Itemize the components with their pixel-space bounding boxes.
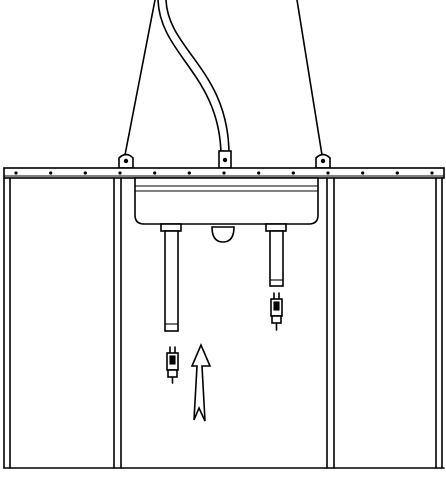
left-connector [166,346,179,384]
right-connector [270,292,283,331]
rivet [291,171,295,175]
rivet [83,171,87,175]
left-hanger-tab [118,153,134,169]
center-left-post [113,177,122,469]
rivet [395,171,399,175]
right-suspension-cable [296,0,323,156]
center-knob [211,226,235,243]
insertion-arrow [190,342,212,422]
rivet [326,171,330,175]
rivet [430,171,434,175]
rivet [361,171,365,175]
left-suspension-cable [124,0,156,156]
rivet [14,171,18,175]
rivet [257,171,261,175]
left-frame [3,177,11,469]
rivet [222,171,226,175]
rivet [49,171,53,175]
center-right-post [326,177,335,469]
right-frame [435,177,443,469]
right-leg [265,223,287,287]
rivet [118,171,122,175]
rivet [153,171,157,175]
left-leg [160,223,182,332]
right-hanger-tab [315,153,331,169]
support-bar-rivets [14,171,434,175]
rivet [187,171,191,175]
center-hose-clamp [218,150,232,169]
unit-housing [134,177,319,225]
flexible-hose [157,0,230,156]
